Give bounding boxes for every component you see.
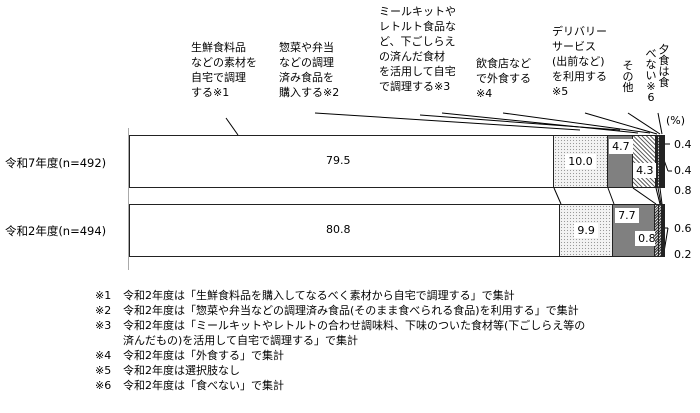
footnote-text: 令和2年度は「惣菜や弁当などの調理済み食品(そのまま食べられる食品)を利用する」… xyxy=(123,304,579,317)
footnote-text: 令和2年度は「生鮮食料品を購入してなるべく素材から自宅で調理する」で集計 xyxy=(123,289,515,302)
annotation-line: で調理する※3 xyxy=(379,80,451,93)
annotation-line: する※1 xyxy=(191,86,230,99)
segment-home-cooking: 79.5 xyxy=(130,136,555,187)
annotation-line: で外食する xyxy=(476,72,531,85)
annotation-line: 購入する※2 xyxy=(279,86,340,99)
segment-eating-out xyxy=(655,205,659,256)
side-value-other-r2: 0.6 xyxy=(674,222,692,235)
annotation-line: などの調理 xyxy=(279,56,334,69)
segment-prepared-food: 9.9 xyxy=(560,205,614,256)
segment-meal-kit: 7.7 0.8 xyxy=(613,205,659,256)
annotation-no-dinner-1: 夕食は食 xyxy=(658,43,670,89)
footnote-6: ※6 令和2年度は「食べない」で集計 xyxy=(95,378,585,393)
footnote-2: ※2 令和2年度は「惣菜や弁当などの調理済み食品(そのまま食べられる食品)を利用す… xyxy=(95,303,585,318)
annotation-home-cooking: 生鮮食料品 などの素材を 自宅で調理 する※1 xyxy=(191,40,257,100)
annotation-line: を利用する xyxy=(552,70,607,83)
annotation-meal-kit: ミールキットや レトルト食品な ど、下ごしらえ の済んだ食材 を活用して自宅 で… xyxy=(379,4,456,94)
segment-delivery xyxy=(656,136,659,187)
value-label: 7.7 xyxy=(615,208,639,223)
footnote-mark: ※5 xyxy=(95,364,112,377)
segment-eating-out: 4.3 xyxy=(633,136,657,187)
annotation-no-dinner-2: べない※6 xyxy=(645,47,657,104)
footnote-mark: ※1 xyxy=(95,289,112,302)
segment-no-dinner xyxy=(662,205,664,256)
segment-meal-kit: 4.7 xyxy=(608,136,634,187)
side-value-delivery-r7: 0.4 xyxy=(674,138,692,151)
segment-home-cooking: 80.8 xyxy=(130,205,561,256)
annotation-eating-out: 飲食店など で外食する ※4 xyxy=(476,56,531,101)
annotation-line: ※5 xyxy=(552,85,569,98)
segment-other xyxy=(659,205,662,256)
annotation-line: 自宅で調理 xyxy=(191,71,246,84)
footnotes: ※1 令和2年度は「生鮮食料品を購入してなるべく素材から自宅で調理する」で集計 ※… xyxy=(95,288,585,393)
annotation-other: その他 xyxy=(622,59,634,94)
footnote-5: ※5 令和2年度は選択肢なし xyxy=(95,363,585,378)
footnote-text: 済んだもの)を活用して自宅で調理する」で集計 xyxy=(123,334,358,347)
footnote-mark: ※3 xyxy=(95,319,112,332)
annotation-line: の済んだ食材 xyxy=(379,50,445,63)
bar-r7: 79.5 10.0 4.7 4.3 xyxy=(129,135,665,188)
annotation-line: ミールキットや xyxy=(379,5,456,18)
side-value-no-dinner-r2: 0.2 xyxy=(674,248,692,261)
value-label: 4.3 xyxy=(633,163,657,178)
value-label: 10.0 xyxy=(565,154,596,169)
annotation-line: レトルト食品な xyxy=(379,20,456,33)
annotation-line: 惣菜や弁当 xyxy=(279,41,334,54)
annotation-line: 飲食店など xyxy=(476,57,531,70)
annotation-line: 済み食品を xyxy=(279,71,334,84)
annotation-line: デリバリー xyxy=(552,25,607,38)
annotation-line: ど、下ごしらえ xyxy=(379,35,456,48)
annotation-line: などの素材を xyxy=(191,56,257,69)
footnote-mark: ※2 xyxy=(95,304,112,317)
footnote-3: ※3 令和2年度は「ミールキットやレトルトの合わせ調味料、下味のついた食材等(下ご… xyxy=(95,318,585,333)
value-label: 9.9 xyxy=(574,223,598,238)
unit-label: (%) xyxy=(666,114,686,127)
annotation-line: 生鮮食料品 xyxy=(191,41,246,54)
category-label-r2: 令和2年度(n=494) xyxy=(5,224,107,238)
side-value-other-r7: 0.4 xyxy=(674,164,692,177)
annotation-delivery: デリバリー サービス (出前など) を利用する ※5 xyxy=(552,24,607,99)
value-label: 79.5 xyxy=(326,154,351,167)
footnote-text: 令和2年度は「ミールキットやレトルトの合わせ調味料、下味のついた食材等(下ごしら… xyxy=(123,319,586,332)
footnote-4: ※4 令和2年度は「外食する」で集計 xyxy=(95,348,585,363)
annotation-line: ※4 xyxy=(476,87,493,100)
footnote-text: 令和2年度は選択肢なし xyxy=(123,364,240,377)
footnote-mark: ※4 xyxy=(95,349,112,362)
segment-other xyxy=(658,136,661,187)
annotation-line: サービス xyxy=(552,40,596,53)
value-label: 80.8 xyxy=(326,223,351,236)
side-value-no-dinner-r7: 0.8 xyxy=(674,184,692,197)
category-label-r7: 令和7年度(n=492) xyxy=(5,156,107,170)
footnote-3-cont: 済んだもの)を活用して自宅で調理する」で集計 xyxy=(95,333,585,348)
footnote-text: 令和2年度は「食べない」で集計 xyxy=(123,379,284,392)
segment-prepared-food: 10.0 xyxy=(554,136,609,187)
footnote-mark: ※6 xyxy=(95,379,112,392)
value-label-eating-out: 0.8 xyxy=(635,231,659,246)
annotation-prepared-food: 惣菜や弁当 などの調理 済み食品を 購入する※2 xyxy=(279,40,339,100)
footnote-text: 令和2年度は「外食する」で集計 xyxy=(123,349,284,362)
segment-no-dinner xyxy=(660,136,665,187)
value-label: 4.7 xyxy=(609,139,633,154)
annotation-line: を活用して自宅 xyxy=(379,65,456,78)
bar-r2: 80.8 9.9 7.7 0.8 xyxy=(129,204,665,257)
annotation-line: (出前など) xyxy=(552,55,605,68)
footnote-1: ※1 令和2年度は「生鮮食料品を購入してなるべく素材から自宅で調理する」で集計 xyxy=(95,288,585,303)
